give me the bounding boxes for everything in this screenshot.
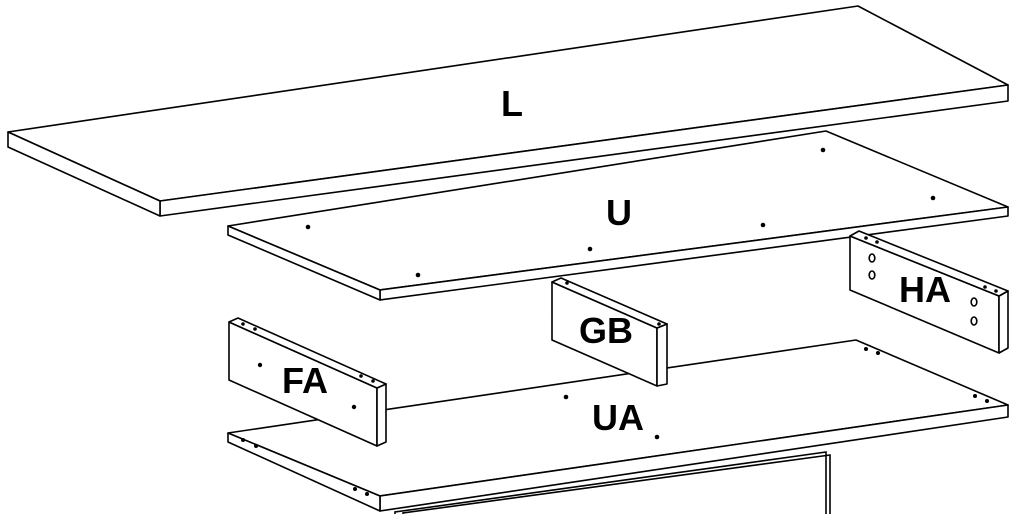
dowel-hole [241, 322, 245, 326]
cam-hole [970, 316, 978, 326]
label-u: U [606, 192, 632, 233]
dowel-hole [973, 394, 977, 398]
panel-fa [228, 317, 387, 447]
dowel-hole [241, 438, 245, 442]
panel-ua-side-edge [227, 432, 381, 512]
panel-ha [849, 230, 1009, 354]
label-fa: FA [282, 360, 328, 401]
dowel-hole [760, 222, 766, 228]
label-gb: GB [579, 310, 633, 351]
label-l: L [501, 83, 523, 124]
cam-hole [868, 253, 876, 263]
panel-ua-holes [241, 347, 989, 496]
dowel-hole [359, 374, 363, 378]
panel-fa-top-edge [228, 317, 387, 389]
dowel-hole [253, 327, 257, 331]
dowel-hole [820, 147, 826, 153]
dowel-hole [353, 487, 357, 491]
panel-l-side-edge [7, 131, 161, 217]
cam-hole [970, 297, 978, 307]
panel-ha-front-edge [998, 290, 1009, 354]
panel-ua [227, 339, 1009, 512]
dowel-hole [365, 492, 369, 496]
panel-ha-holes [864, 236, 998, 326]
dowel-hole [587, 246, 593, 252]
panel-gb-top-edge [551, 277, 668, 329]
panel-fa-holes [241, 322, 375, 410]
panel-l [7, 5, 1009, 217]
dowel-hole [415, 272, 421, 278]
dowel-hole [983, 285, 987, 289]
panel-gb-front-edge [656, 323, 668, 387]
panel-gb [551, 277, 668, 387]
dowel-hole [657, 322, 661, 326]
dowel-hole [864, 347, 868, 351]
dowel-hole [254, 444, 258, 448]
dowel-hole [371, 379, 375, 383]
dowel-hole [654, 434, 660, 440]
panel-ha-top-edge [849, 230, 1009, 297]
panel-u-holes [305, 147, 936, 278]
dowel-hole [257, 362, 263, 368]
panel-fa-front-edge [376, 383, 387, 447]
panel-u [227, 130, 1009, 301]
label-ua: UA [592, 397, 644, 438]
dowel-hole [305, 224, 311, 230]
dowel-hole [985, 399, 989, 403]
label-ha: HA [899, 269, 951, 310]
cam-hole [868, 270, 876, 280]
dowel-hole [876, 351, 880, 355]
dowel-hole [994, 289, 998, 293]
dowel-hole [930, 195, 936, 201]
dowel-hole [351, 404, 357, 410]
dowel-hole [563, 394, 569, 400]
panel-u-side-edge [227, 225, 381, 301]
dowel-hole [864, 236, 868, 240]
cabinet-body-outline [394, 451, 827, 514]
dowel-hole [565, 281, 569, 285]
dowel-hole [875, 240, 879, 244]
